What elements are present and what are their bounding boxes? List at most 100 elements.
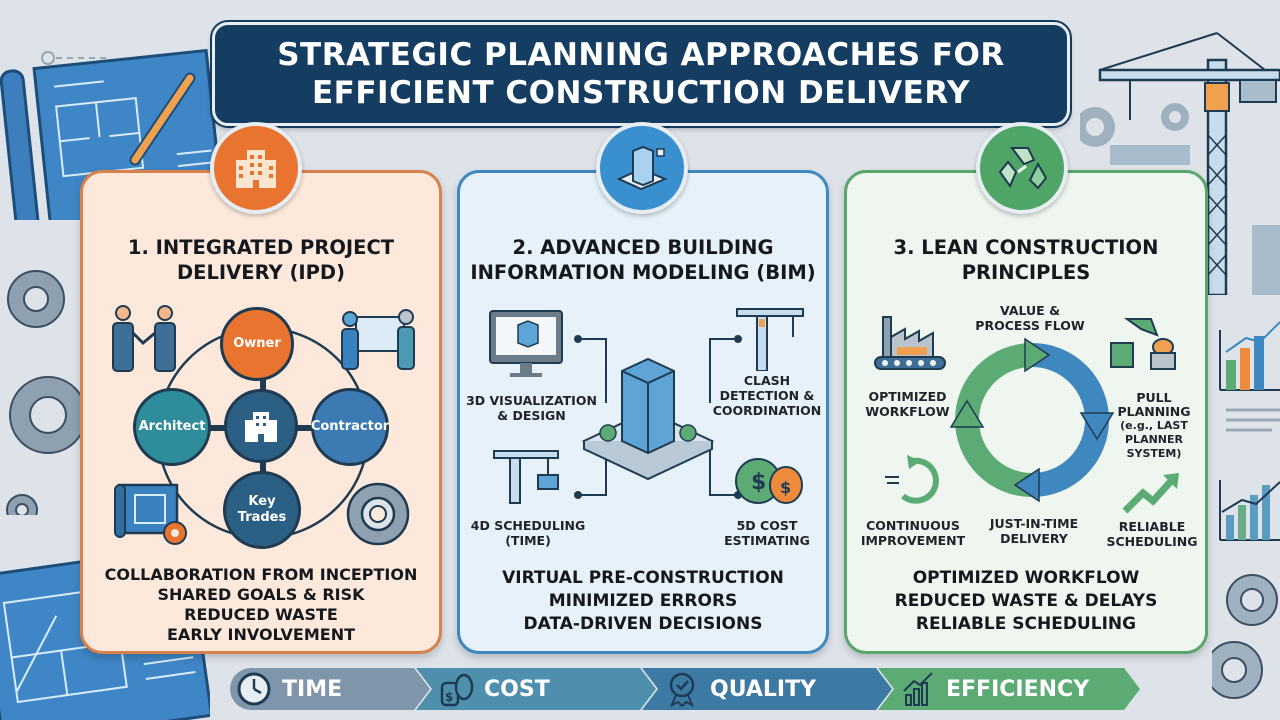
feature-label-line: (e.g., LAST [1120, 419, 1188, 432]
tower-crane-icon [1080, 32, 1280, 295]
isometric-building-icon [581, 357, 715, 481]
panel-title-ipd: 1. INTEGRATED PROJECT DELIVERY (IPD) [83, 235, 439, 285]
feature-label-line: PLANNING [1117, 404, 1191, 419]
summary-line: REDUCED WASTE & DELAYS [894, 591, 1158, 611]
node-key-trades: Key Trades [223, 471, 301, 549]
clock-icon [236, 671, 272, 707]
badge-check-icon [664, 671, 700, 707]
crane-load-icon [493, 450, 559, 504]
feature-pull-planning: PULL PLANNING (e.g., LAST PLANNER SYSTEM… [1109, 391, 1199, 461]
ribbon-efficiency: EFFICIENCY [878, 668, 1140, 710]
panel-bim: 2. ADVANCED BUILDING INFORMATION MODELIN… [457, 170, 829, 654]
feature-label-line: COORDINATION [712, 403, 822, 418]
panel-title-line: 3. LEAN CONSTRUCTION [893, 236, 1159, 259]
panel-title-line: PRINCIPLES [961, 261, 1091, 284]
feature-label-line: IMPROVEMENT [860, 533, 966, 548]
ribbon-label: EFFICIENCY [946, 676, 1090, 702]
title-line-1: STRATEGIC PLANNING APPROACHES FOR [277, 37, 1005, 73]
feature-reliable-scheduling: RELIABLE SCHEDULING [1099, 519, 1205, 549]
lean-cycle-arrows-icon [949, 337, 1115, 503]
panel-title-line: 1. INTEGRATED PROJECT [127, 236, 395, 259]
summary-line: VIRTUAL PRE-CONSTRUCTION [502, 568, 784, 588]
feature-continuous-improvement: CONTINUOUS IMPROVEMENT [853, 518, 973, 548]
feature-label-line: DELIVERY [1000, 531, 1068, 546]
feature-label-line: JUST-IN-TIME [989, 516, 1079, 531]
feature-label-line: RELIABLE [1118, 519, 1186, 534]
blueprint-gear-icon [114, 483, 187, 545]
node-key-trades-line: Trades [237, 510, 287, 525]
feature-just-in-time: JUST-IN-TIME DELIVERY [979, 516, 1089, 546]
title-line-2: EFFICIENT CONSTRUCTION DELIVERY [312, 75, 970, 111]
svg-text:$: $ [445, 690, 453, 704]
summary-line: REDUCED WASTE [184, 605, 338, 624]
feature-label-line: PULL [1136, 390, 1172, 405]
feature-label-line: (TIME) [505, 533, 551, 548]
summary-line: RELIABLE SCHEDULING [915, 614, 1137, 634]
feature-label-line: DETECTION & [719, 388, 815, 403]
feature-value-process-flow: VALUE & PROCESS FLOW [975, 303, 1085, 333]
panel-title-line: DELIVERY (IPD) [176, 261, 346, 284]
summary-line: SHARED GOALS & RISK [157, 585, 365, 604]
factory-icon [874, 316, 946, 370]
feature-label-line: SCHEDULING [1106, 534, 1198, 549]
lean-summary: OPTIMIZED WORKFLOW REDUCED WASTE & DELAY… [847, 567, 1205, 636]
handshake-icon [112, 305, 176, 372]
feature-clash-detection: CLASH DETECTION & COORDINATION [704, 373, 830, 418]
ribbon-cost: $ COST [416, 668, 656, 710]
node-owner: Owner [220, 307, 294, 381]
summary-line: COLLABORATION FROM INCEPTION [104, 565, 418, 584]
pull-planning-icon [1110, 318, 1176, 370]
feature-3d-visualization: 3D VISUALIZATION & DESIGN [464, 393, 599, 423]
feature-label-line: CONTINUOUS [866, 518, 960, 533]
building-icon [245, 412, 277, 442]
trend-up-icon [1122, 473, 1179, 514]
node-contractor: Contractor [311, 388, 389, 466]
ribbon-label: QUALITY [710, 676, 817, 702]
feature-label-line: & DESIGN [497, 408, 566, 423]
panel-ipd: 1. INTEGRATED PROJECT DELIVERY (IPD) Own… [80, 170, 442, 654]
feature-label-line: PLANNER [1125, 433, 1183, 446]
panel-title-bim: 2. ADVANCED BUILDING INFORMATION MODELIN… [460, 235, 826, 285]
ipd-summary: COLLABORATION FROM INCEPTION SHARED GOAL… [83, 565, 439, 645]
feature-label-line: CLASH [743, 373, 791, 388]
summary-line: EARLY INVOLVEMENT [167, 625, 355, 644]
feature-4d-scheduling: 4D SCHEDULING (TIME) [468, 518, 588, 548]
node-center-building [224, 389, 298, 463]
recycle-icon [998, 147, 1048, 190]
ipd-badge [210, 122, 302, 214]
gears-left-icon [6, 270, 87, 515]
building-icon [236, 150, 276, 188]
ribbon-time: TIME [230, 668, 430, 710]
panel-title-line: INFORMATION MODELING (BIM) [470, 261, 816, 284]
feature-label-line: SYSTEM) [1126, 447, 1182, 460]
lean-badge [976, 122, 1068, 214]
feature-label-line: PROCESS FLOW [975, 318, 1085, 333]
money-bags-icon: $ $ [735, 458, 803, 504]
feature-label-line: WORKFLOW [865, 404, 950, 419]
ribbon-label: TIME [282, 676, 343, 702]
growth-chart-icon [900, 671, 936, 707]
summary-line: OPTIMIZED WORKFLOW [912, 568, 1140, 588]
bim-badge [596, 122, 688, 214]
bim-summary: VIRTUAL PRE-CONSTRUCTION MINIMIZED ERROR… [460, 567, 826, 636]
gear-icon [346, 482, 410, 546]
bim-model-icon [616, 145, 668, 191]
svg-text:$: $ [751, 470, 766, 495]
title-banner: STRATEGIC PLANNING APPROACHES FOR EFFICI… [212, 22, 1070, 126]
feature-label-line: VALUE & [1000, 303, 1060, 318]
continuous-improvement-icon [885, 455, 939, 504]
summary-line: MINIMIZED ERRORS [548, 591, 738, 611]
money-bag-icon: $ [438, 671, 474, 707]
feature-5d-cost: 5D COST ESTIMATING [712, 518, 822, 548]
panel-lean: 3. LEAN CONSTRUCTION PRINCIPLES VALUE & [844, 170, 1208, 654]
node-architect: Architect [133, 388, 211, 466]
summary-line: DATA-DRIVEN DECISIONS [523, 614, 763, 634]
panel-title-line: 2. ADVANCED BUILDING [512, 236, 774, 259]
feature-label-line: OPTIMIZED [868, 389, 947, 404]
feature-optimized-workflow: OPTIMIZED WORKFLOW [855, 389, 960, 419]
monitor-icon [489, 310, 563, 377]
presentation-board-icon [341, 309, 415, 370]
feature-label-line: ESTIMATING [724, 533, 810, 548]
feature-label-line: 3D VISUALIZATION [466, 393, 597, 408]
benefits-ribbon: TIME $ COST QUALITY EFFICIENCY [230, 668, 1140, 710]
